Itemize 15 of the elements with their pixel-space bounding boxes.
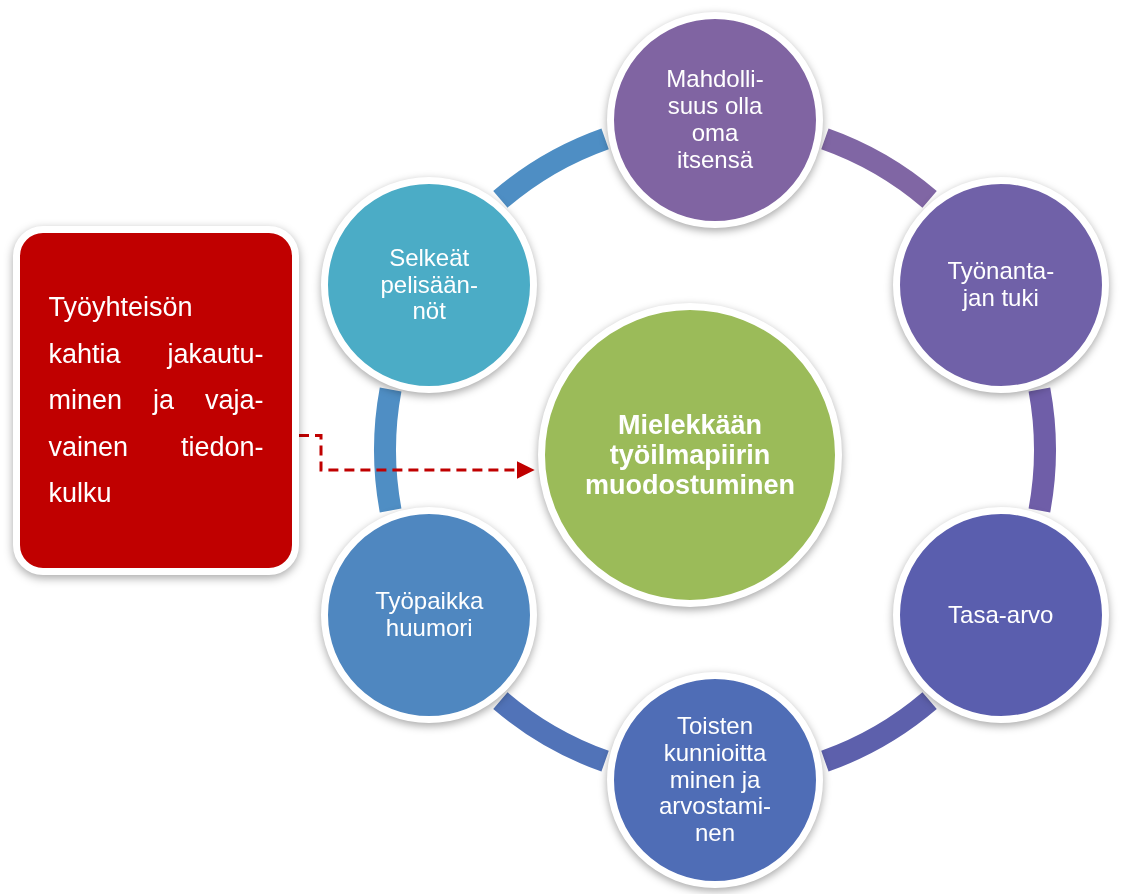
ring-arc bbox=[820, 692, 937, 772]
ring-arc bbox=[493, 128, 610, 208]
callout-text: Työyhteisön kahtia jakautu- minen ja vaja- vainen tiedon- kulku bbox=[48, 291, 264, 511]
ring-arc bbox=[374, 388, 402, 512]
ring-arc bbox=[1028, 388, 1056, 512]
arrow bbox=[299, 433, 535, 479]
node-label: Mahdolli- suus olla oma itsensä bbox=[665, 66, 765, 174]
node-label: Selkeät pelisään- nöt bbox=[379, 244, 479, 326]
node-label: Työpaikka huumori bbox=[374, 588, 485, 642]
ring-arc bbox=[820, 128, 937, 208]
node-label: Työnanta- jan tuki bbox=[946, 258, 1056, 312]
node-label: Tasa-arvo bbox=[947, 601, 1055, 629]
ring-arc bbox=[493, 692, 610, 772]
node-label: Mielekkään työilmapiirin muodostuminen bbox=[584, 409, 796, 501]
node-label: Toisten kunnioitta minen ja arvostami- nen bbox=[658, 712, 772, 848]
